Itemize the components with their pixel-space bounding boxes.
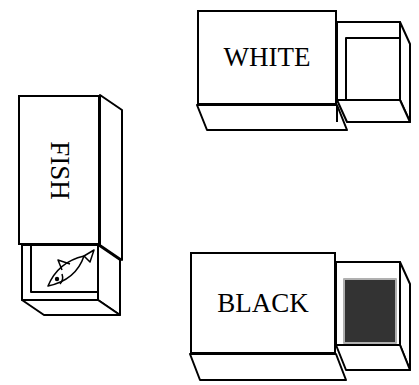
matchbox-sleeve: BLACK <box>190 252 336 354</box>
box-label: BLACK <box>217 290 309 317</box>
drawer-face <box>337 22 400 100</box>
box-label: WHITE <box>224 44 311 71</box>
drawer-face <box>22 245 98 300</box>
fish-eye <box>55 277 59 281</box>
sleeve-side <box>190 354 346 380</box>
drawer-end <box>22 300 120 315</box>
fish-fin <box>58 260 70 270</box>
tray-lip <box>346 38 400 100</box>
black-square <box>344 279 396 343</box>
matchbox-sleeve: FISH <box>18 95 100 245</box>
sleeve-side <box>100 95 122 260</box>
drawer-side <box>336 345 410 370</box>
matchbox-sleeve: WHITE <box>197 10 337 105</box>
box-label: FISH <box>46 141 73 200</box>
tray-lip <box>31 245 98 292</box>
fish-body <box>48 256 84 286</box>
fish-picture <box>48 250 94 286</box>
sleeve-edge <box>336 105 338 122</box>
drawer-face <box>336 262 400 345</box>
fish-tail <box>84 250 94 262</box>
fish-gill <box>60 274 63 284</box>
sleeve-side <box>197 105 347 130</box>
drawer-side <box>337 100 410 122</box>
